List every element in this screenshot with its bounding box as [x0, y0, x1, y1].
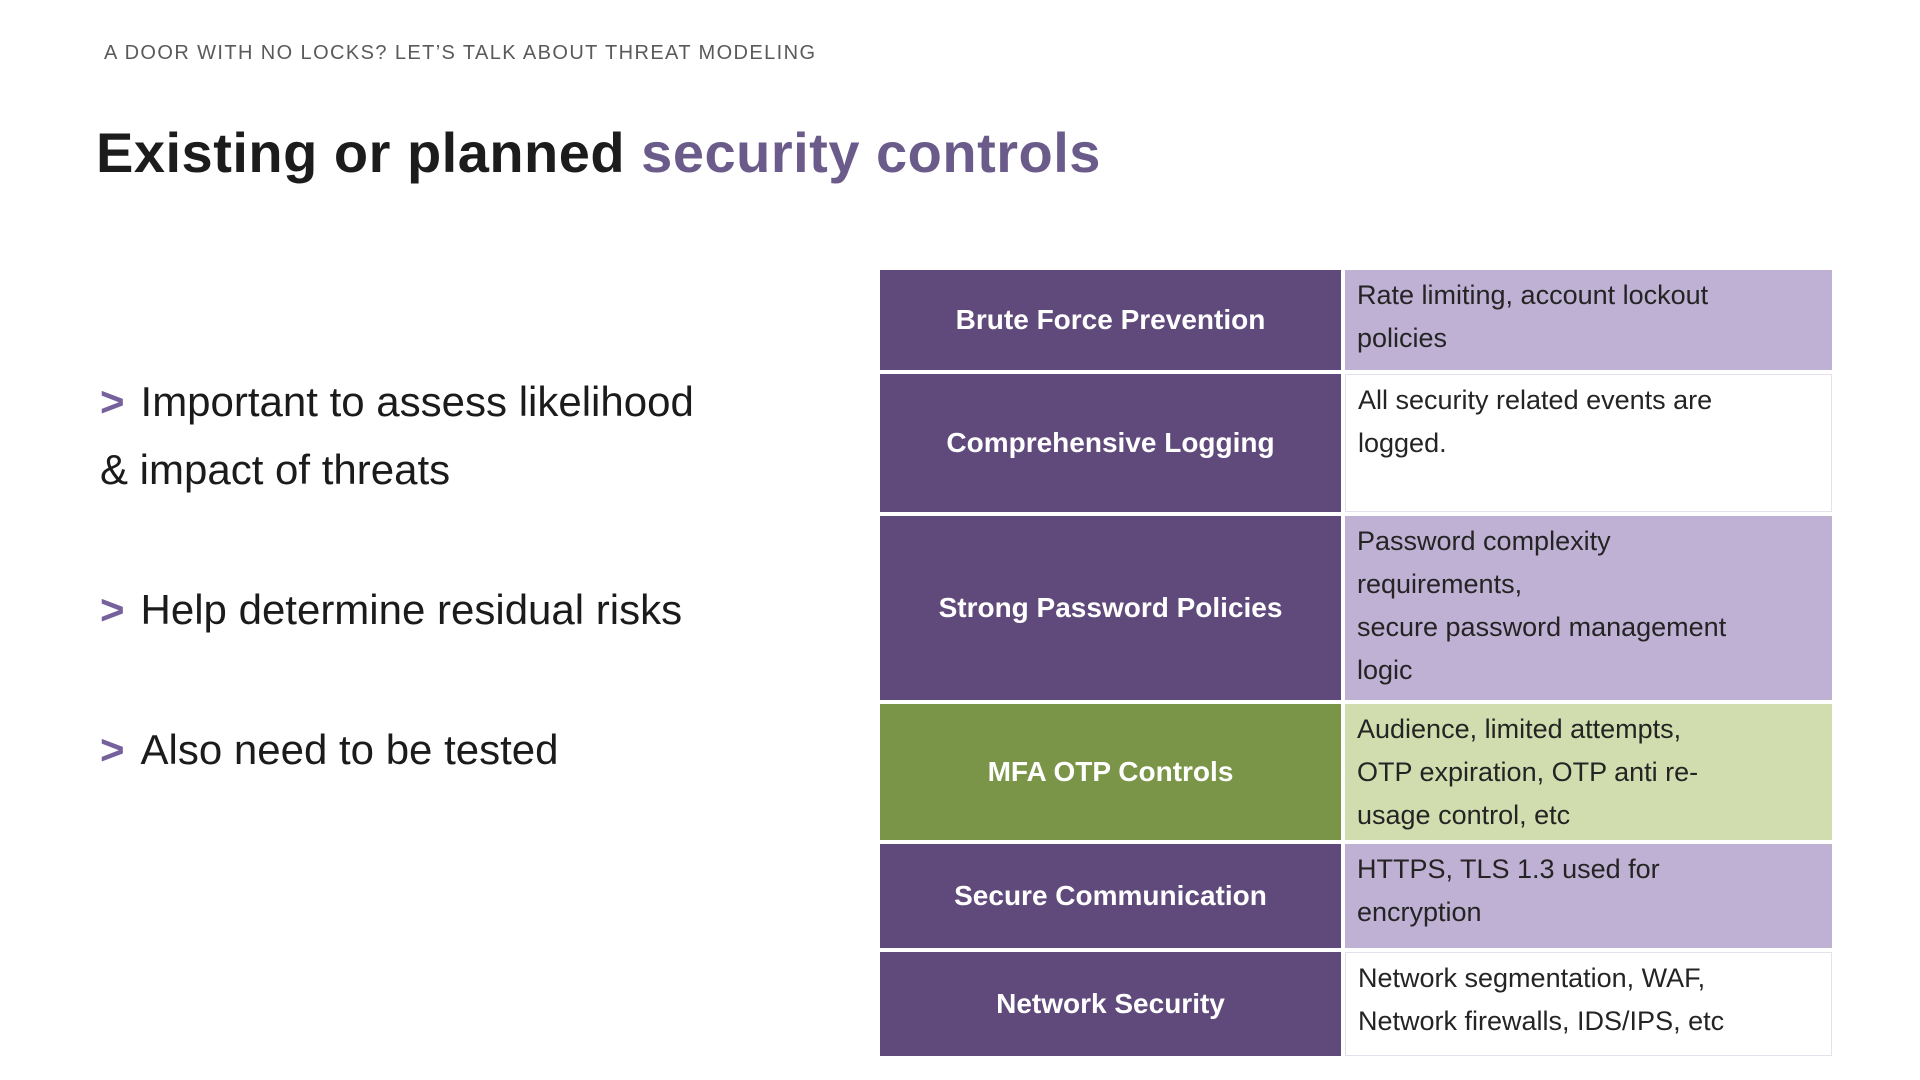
bullet-text: Important to assess likelihood & impact … — [100, 378, 694, 493]
security-controls-table: Brute Force Prevention Rate limiting, ac… — [880, 270, 1832, 1056]
table-row: MFA OTP Controls Audience, limited attem… — [880, 704, 1832, 840]
table-row: Strong Password Policies Password comple… — [880, 516, 1832, 700]
table-row-detail: Rate limiting, account lockout policies — [1345, 270, 1832, 370]
bullet-text: Help determine residual risks — [140, 586, 683, 633]
bullet-item: >Important to assess likelihood & impact… — [100, 368, 870, 504]
table-row: Network Security Network segmentation, W… — [880, 952, 1832, 1056]
table-row-detail: HTTPS, TLS 1.3 used for encryption — [1345, 844, 1832, 948]
bullet-marker: > — [100, 726, 125, 773]
bullet-item: > Help determine residual risks — [100, 576, 870, 644]
table-row-detail: Network segmentation, WAF, Network firew… — [1345, 952, 1832, 1056]
bullet-marker: > — [100, 378, 125, 425]
table-row-detail: Audience, limited attempts, OTP expirati… — [1345, 704, 1832, 840]
slide-title: Existing or planned security controls — [96, 120, 1101, 185]
table-row-label: MFA OTP Controls — [880, 704, 1341, 840]
bullet-marker: > — [100, 586, 125, 633]
bullet-item: > Also need to be tested — [100, 716, 870, 784]
table-row-detail: Password complexity requirements, secure… — [1345, 516, 1832, 700]
slide-kicker: A DOOR WITH NO LOCKS? LET’S TALK ABOUT T… — [104, 42, 817, 64]
table-row: Secure Communication HTTPS, TLS 1.3 used… — [880, 844, 1832, 948]
table-row-label: Secure Communication — [880, 844, 1341, 948]
slide-title-accent-part: security controls — [641, 121, 1101, 184]
table-row-label: Strong Password Policies — [880, 516, 1341, 700]
table-row-label: Brute Force Prevention — [880, 270, 1341, 370]
table-row: Brute Force Prevention Rate limiting, ac… — [880, 270, 1832, 370]
table-row-detail: All security related events are logged. — [1345, 374, 1832, 512]
table-row-label: Network Security — [880, 952, 1341, 1056]
slide-title-dark-part: Existing or planned — [96, 121, 642, 184]
bullet-list: >Important to assess likelihood & impact… — [100, 368, 870, 856]
table-row: Comprehensive Logging All security relat… — [880, 374, 1832, 512]
bullet-text: Also need to be tested — [140, 726, 559, 773]
table-row-label: Comprehensive Logging — [880, 374, 1341, 512]
